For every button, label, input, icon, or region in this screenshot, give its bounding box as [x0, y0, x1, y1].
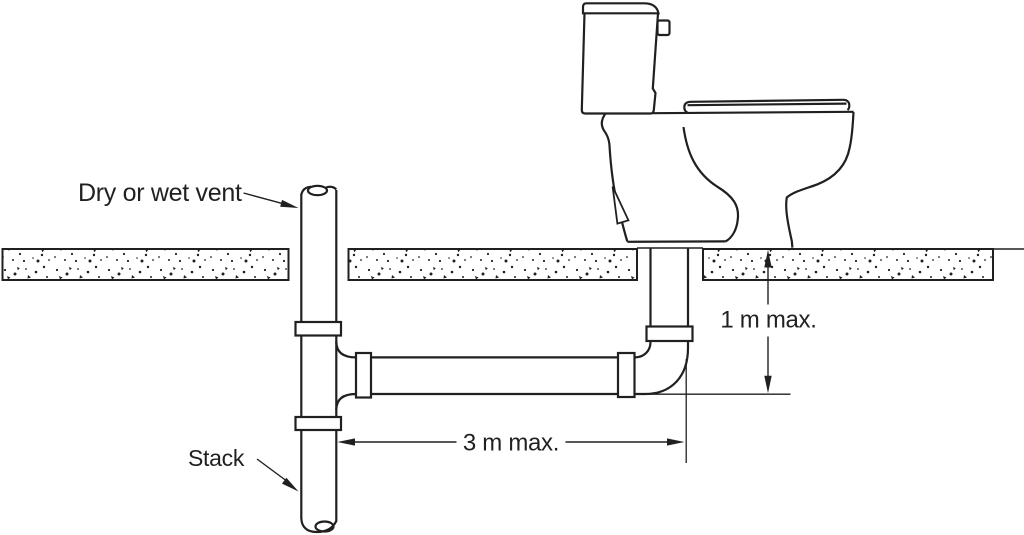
seat-left-end [683, 100, 691, 114]
tee-fillet-bottom [335, 392, 357, 411]
elbow-inner-curve [634, 341, 652, 359]
tee-fillet-top [335, 341, 357, 359]
vent-label: Dry or wet vent [78, 179, 242, 207]
floor-slab-left [1, 248, 290, 281]
pipe-break-bottom [300, 517, 338, 534]
vent-callout: Dry or wet vent [78, 179, 299, 208]
stack-callout: Stack [188, 445, 299, 492]
trap-notch [611, 186, 630, 225]
stack-leader-line [256, 458, 287, 482]
dim3-label: 3 m max. [463, 430, 559, 457]
pipe-break-top [300, 184, 338, 197]
floor [1, 247, 1024, 281]
vent-stack-pipe [300, 184, 357, 534]
elbow-outer-curve [634, 341, 690, 396]
toilet [580, 2, 855, 248]
floor-slab-middle [347, 248, 638, 281]
down-arrowhead-icon [764, 375, 772, 394]
dimension-3m [337, 359, 687, 463]
up-arrowhead-icon [764, 249, 772, 268]
toilet-seat [683, 98, 851, 114]
right-arrowhead-icon [667, 438, 685, 446]
stack-coupling-lower [294, 415, 343, 432]
bowl-right-profile [785, 111, 855, 248]
dim1-label: 1 m max. [720, 307, 816, 334]
dimension-1m [646, 249, 791, 395]
stack-label: Stack [188, 445, 245, 471]
seat-right-end [843, 98, 851, 111]
tank-body [580, 13, 660, 115]
tank-lid [581, 2, 660, 15]
seat-seam-line [687, 102, 847, 107]
left-arrowhead-icon [337, 438, 355, 446]
stack-coupling-upper [294, 320, 343, 337]
leader-arrowhead-icon [282, 477, 299, 492]
closet-bend-hub [645, 325, 694, 343]
seat-top-line [689, 98, 844, 103]
vent-leader-line [243, 192, 284, 205]
tee-hub [354, 351, 373, 399]
elbow-hub [616, 351, 636, 399]
bowl-inner-curve [682, 126, 740, 243]
leader-arrowhead-icon [280, 199, 299, 208]
floor-slab-right [702, 248, 994, 281]
bowl-rim-line [652, 110, 854, 115]
flush-handle [656, 19, 671, 37]
pipe-couplings [294, 320, 694, 432]
